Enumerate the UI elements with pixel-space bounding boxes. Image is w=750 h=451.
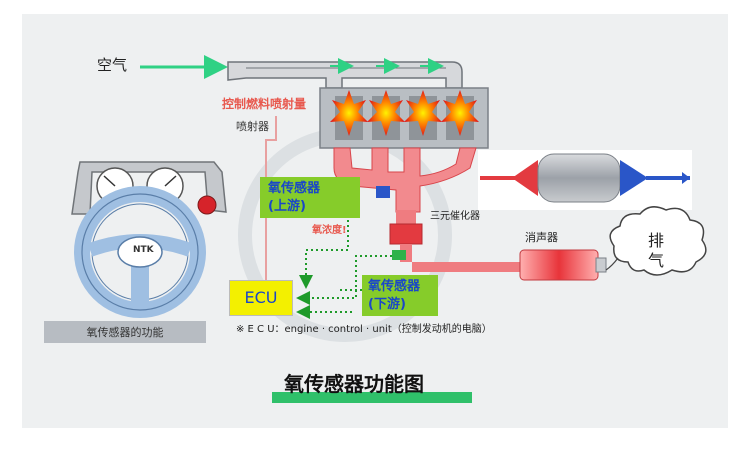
dashboard-brand: NTK xyxy=(133,245,154,255)
steering-wheel-icon xyxy=(74,186,206,318)
signal-lines xyxy=(296,191,392,305)
injector-line xyxy=(265,116,277,310)
cloud-icon xyxy=(609,206,707,276)
diagram-canvas xyxy=(22,14,728,428)
sensor-downstream-marker xyxy=(392,250,406,260)
sensor-upstream-label: 氧传感器 (上游) xyxy=(260,177,360,219)
muffler xyxy=(519,249,607,281)
intake-manifold xyxy=(227,58,463,89)
ecu-label: ECU xyxy=(244,288,278,307)
tailpipe xyxy=(400,244,524,272)
left-caption-text: 氧传感器的功能 xyxy=(86,325,164,339)
exhaust-label: 排 气 xyxy=(648,231,665,270)
fuel-control-label: 控制燃料喷射量 xyxy=(222,97,307,111)
main-title: 氧传感器功能图 xyxy=(284,372,424,396)
air-label: 空气 xyxy=(97,56,128,74)
left-caption: 氧传感器的功能 xyxy=(44,321,206,343)
catalytic-converter-detail xyxy=(478,150,692,210)
injector-label: 喷射器 xyxy=(236,120,269,133)
flame-icon xyxy=(330,90,479,136)
catalytic-converter-label: 三元催化器 xyxy=(430,211,480,222)
title-underline xyxy=(272,392,472,403)
sensor-upstream-marker xyxy=(376,186,390,198)
sensor-downstream-label: 氧传感器 (下游) xyxy=(362,275,438,317)
ecu-note: ※ E C U：engine · control · unit（控制发动机的电脑… xyxy=(236,324,492,335)
engine-block xyxy=(319,87,489,149)
warning-lamp-icon xyxy=(197,195,217,215)
catalytic-converter-small xyxy=(389,223,423,245)
muffler-label: 消声器 xyxy=(525,231,558,244)
o2-concentration-label: 氧浓度! xyxy=(312,225,347,236)
cloud-tail xyxy=(605,257,619,271)
dashboard xyxy=(71,161,227,215)
ecu-box: ECU xyxy=(229,280,293,316)
